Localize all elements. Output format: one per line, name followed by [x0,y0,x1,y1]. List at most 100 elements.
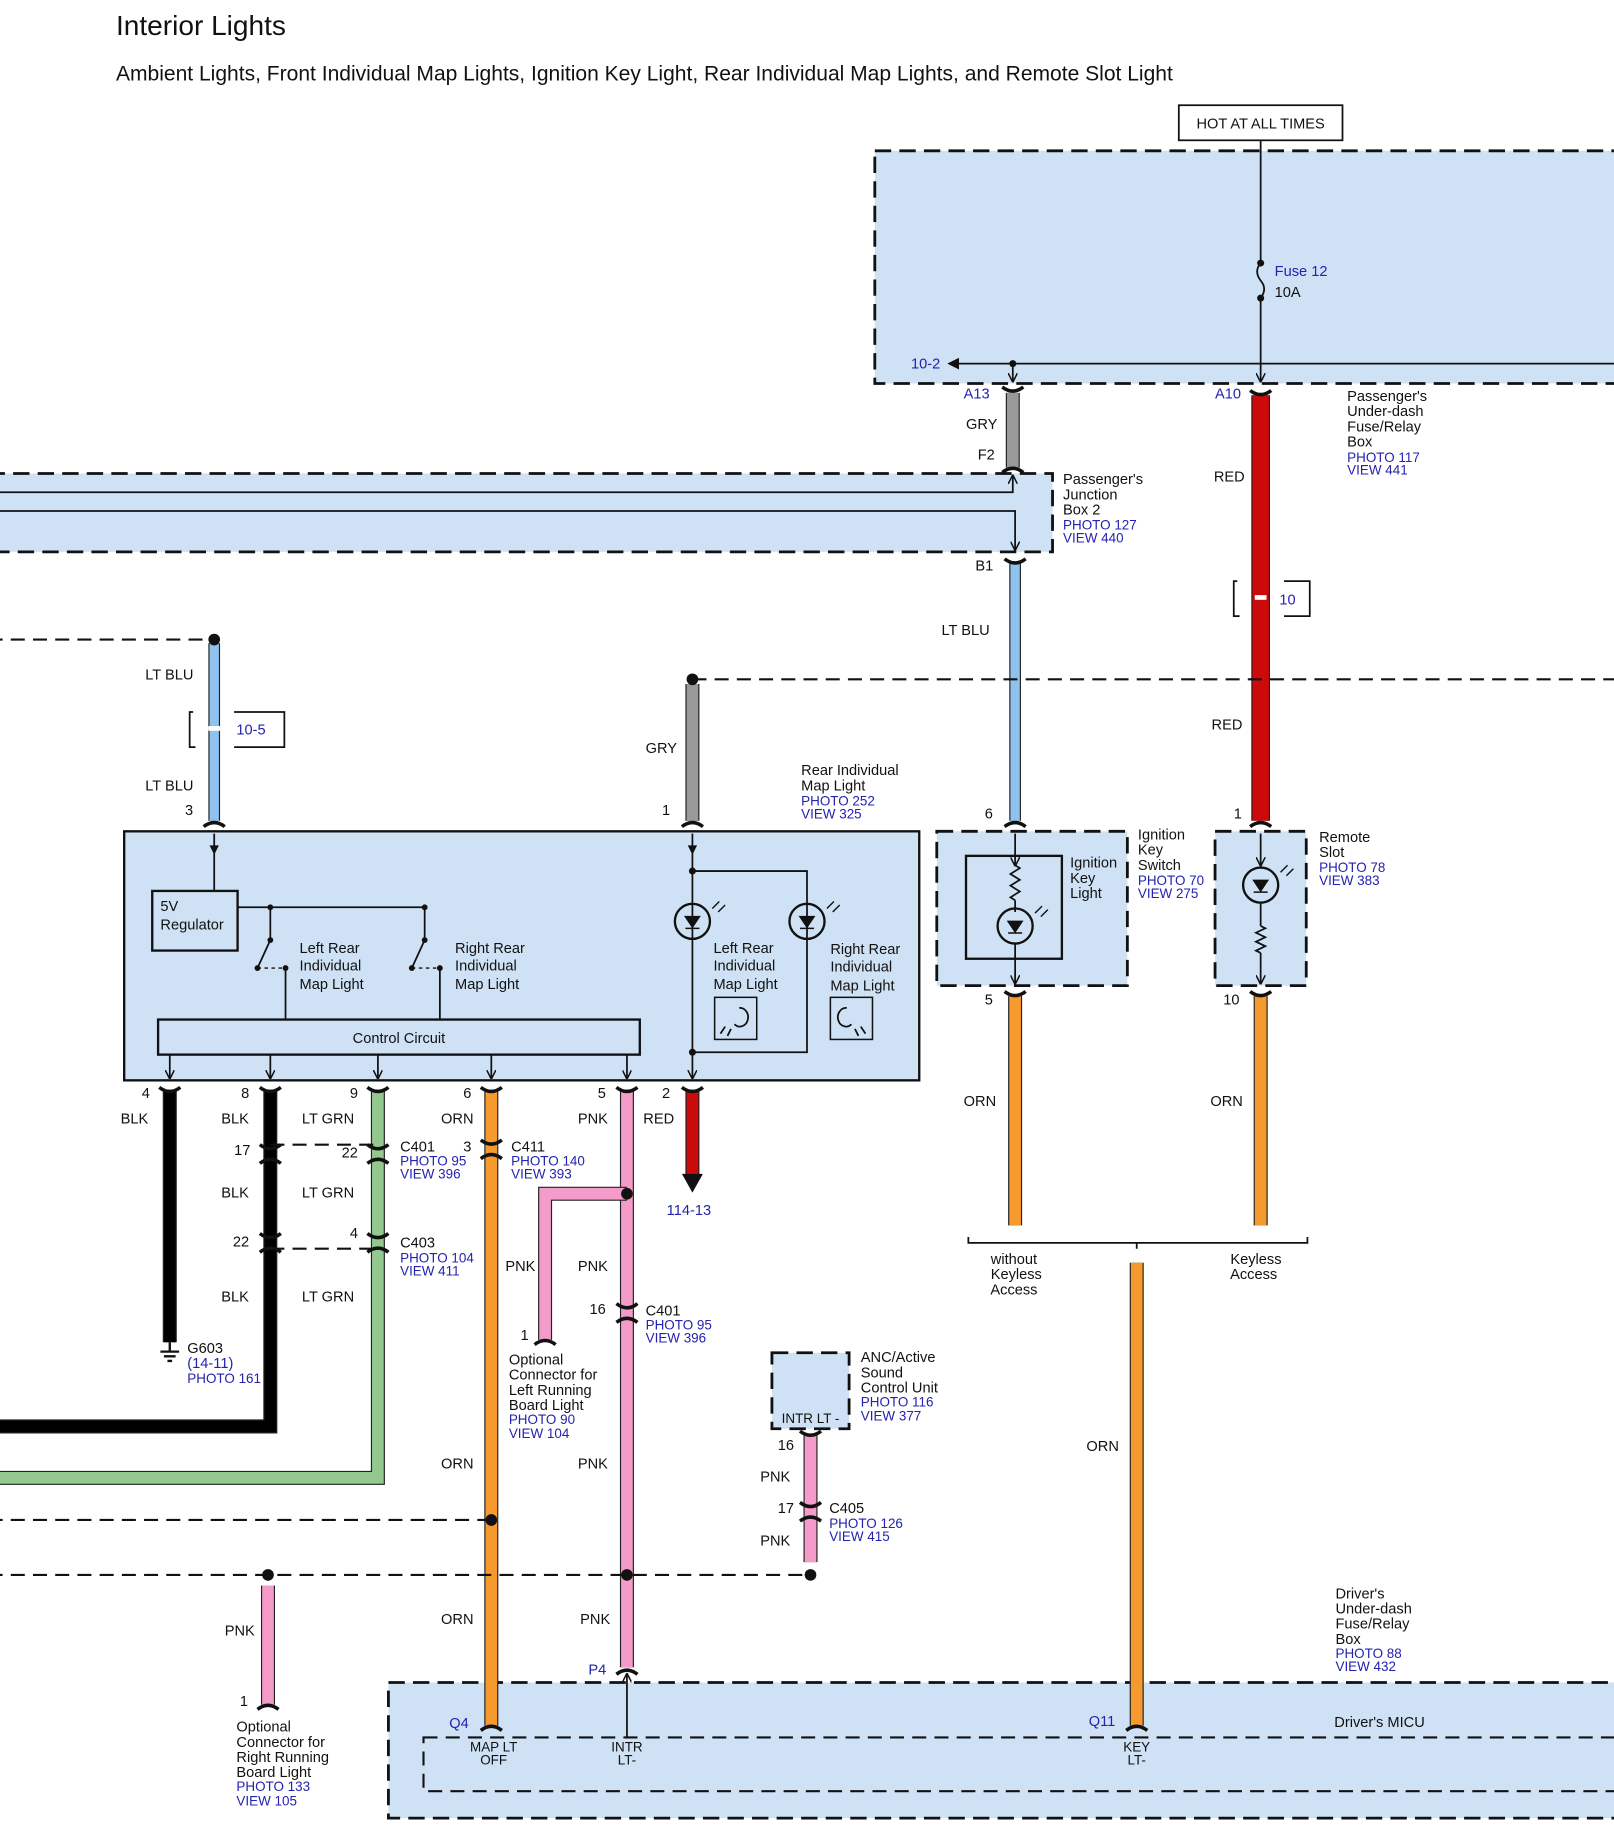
wires-pnk-label: PNK [578,1457,608,1473]
ground-name-label: G603 [187,1341,223,1357]
c401a-pin-b-label: 22 [342,1146,358,1162]
connector-10-5-bracket [188,711,286,749]
opt-left-lines-2-label: Left Running [509,1383,592,1399]
wires-ref-10-label: 10 [1279,592,1295,608]
ignition-pin-top-label: 6 [985,806,993,822]
rear-map-light-pins-p2-label: 2 [662,1086,670,1102]
opt-left-photo-label: PHOTO 90 [509,1412,575,1427]
splice-dot [688,867,696,875]
wires-pnk-label: PNK [760,1469,790,1485]
connector-terminal [479,1085,503,1094]
c411-pin-label: 3 [463,1140,471,1156]
ignition-photo-label: PHOTO 70 [1138,873,1204,888]
connector-terminal [615,1316,639,1324]
wires-lt-blu-label: LT BLU [145,778,193,794]
connector-terminal [615,1668,639,1676]
bulb-icon [788,902,826,941]
header-title-label: Interior Lights [116,10,286,41]
rear-map-light-pins-p4-label: 4 [142,1086,150,1102]
ignition-pin-bottom-label: 5 [985,992,993,1008]
remote-slot-lines-0-label: Remote [1319,830,1370,846]
remote-slot-lines-1-label: Slot [1319,845,1344,861]
opt-right-view-label: VIEW 105 [236,1793,297,1808]
anc-lines-1-label: Sound [861,1365,903,1381]
c405-view-label: VIEW 415 [829,1529,889,1544]
opt-right-lines-3-label: Board Light [236,1765,311,1781]
driver-micu-inner [422,1736,1614,1793]
wires-ref-114-13-label: 114-13 [667,1203,711,1219]
ignition-lines-2-label: Switch [1138,858,1181,874]
wires-red-label: RED [1214,470,1245,486]
wire-blk-8[interactable] [0,1089,277,1433]
connector-terminal [1249,389,1273,397]
connector-terminal [366,1085,390,1094]
led-icon [798,915,816,930]
junction-box-pin-b1-label: B1 [975,559,993,575]
power-fuse-label: Fuse 12 [1275,264,1328,280]
wires-orn-label: ORN [1210,1094,1242,1110]
diode-icon [687,845,698,855]
connector-terminal [615,1085,639,1094]
junction-line-upper [0,476,1013,494]
rear-map-light-pins-p1-label: 1 [662,803,670,819]
splice-dot [267,904,274,911]
connector-terminal [1001,385,1025,393]
passenger-under-dash-fuse-box [873,149,1614,385]
rear-map-light-right-switch-2-label: Map Light [455,977,519,993]
c401b-photo-label: PHOTO 95 [646,1317,712,1332]
under-dash-box-view-label: VIEW 441 [1347,463,1408,478]
resistor-icon [1008,864,1022,902]
wires-red-label: RED [1212,718,1243,734]
rear-map-light-pins-p3-label: 3 [185,803,193,819]
c401a-photo-label: PHOTO 95 [400,1154,466,1169]
ignition-lines-0-label: Ignition [1138,827,1185,843]
rear-map-light-regulator-0-label: 5V [160,899,178,915]
wires-red-label: RED [643,1112,674,1128]
c411-photo-label: PHOTO 140 [511,1154,585,1169]
c401a-view-label: VIEW 396 [400,1167,461,1182]
power-ref-label: 10-2 [911,356,940,372]
splice-dot [436,965,443,972]
keyless-without-2-label: Access [990,1282,1037,1298]
c411-name-label: C411 [511,1140,545,1156]
rear-map-light-pins-p6-label: 6 [463,1086,471,1102]
opt-right-photo-label: PHOTO 133 [236,1779,310,1794]
opt-left-lines-3-label: Board Light [509,1398,584,1414]
junction-line-lower [0,510,1015,550]
under-dash-box-lines-2-label: Fuse/Relay [1347,419,1422,435]
wires-blk-label: BLK [221,1289,249,1305]
connector-terminal [1003,557,1027,565]
remote-slot-pin-top-label: 1 [1234,806,1242,822]
c401b-name-label: C401 [646,1303,681,1319]
connector-terminal [798,1515,823,1523]
remote-slot-pin-bottom-label: 10 [1223,992,1239,1008]
connector-terminal [1125,1724,1149,1732]
wires-orn-label: ORN [441,1457,473,1473]
opt-left-lines-1-label: Connector for [509,1368,598,1384]
wire-break [208,726,221,731]
ignition-inner-1-label: Key [1070,871,1096,887]
wire-pnk-branch[interactable] [539,1187,627,1340]
keyless-without-0-label: without [990,1252,1037,1268]
ignition-inner-2-label: Light [1070,886,1102,902]
micu-map-lt-off-1-label: OFF [480,1752,507,1767]
rear-map-light-lines-0-label: Rear Individual [801,763,898,779]
rear-map-light-pins-p5-label: 5 [598,1086,606,1102]
c403-view-label: VIEW 411 [400,1264,460,1279]
driver-box-lines-2-label: Fuse/Relay [1335,1617,1410,1633]
light-rays-icon [1034,905,1049,918]
wires-orn-label: ORN [441,1612,473,1628]
c405-pin-b-label: 17 [778,1501,794,1517]
connector-terminal [1003,820,1027,829]
control-circuit-box [156,1018,641,1056]
connector-terminal [798,1501,823,1509]
micu-map-lt-off-0-label: MAP LT [470,1739,517,1754]
junction-box-lines-0-label: Passenger's [1063,472,1143,488]
splice-dot [254,965,261,972]
wire-ltgrn-9[interactable] [0,1089,384,1484]
opt-right-lines-1-label: Connector for [236,1735,325,1751]
light-rays-icon [711,900,726,913]
wires-lt-blu-label: LT BLU [941,623,989,639]
connector-terminal [479,1138,503,1146]
passenger-junction-box-2 [0,472,1054,554]
